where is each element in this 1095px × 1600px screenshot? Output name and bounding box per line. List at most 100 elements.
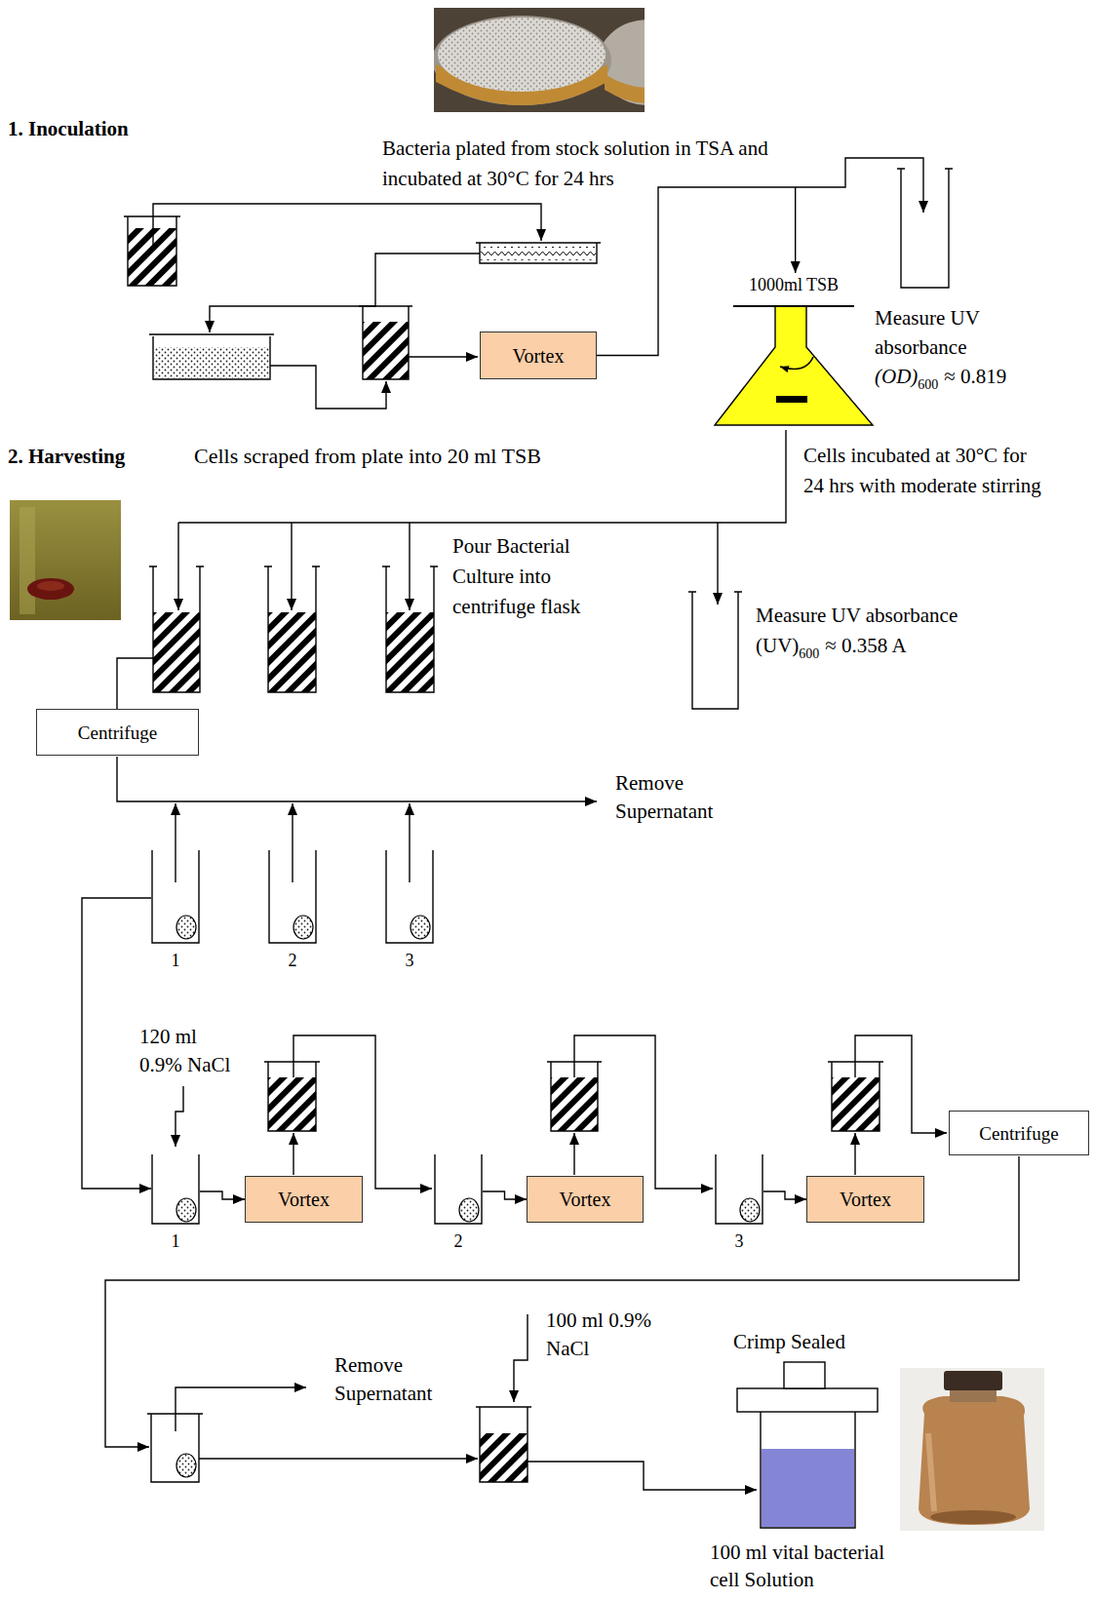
pellet-beaker xyxy=(176,1453,196,1478)
petri-dish-photo xyxy=(433,7,645,113)
flow-arrow xyxy=(175,1387,307,1432)
measurement-line: (UV)600≈ 0.358 A xyxy=(755,630,907,669)
measurement-value: ≈ 0.358 A xyxy=(824,633,906,658)
centrifuge-box: Centrifuge xyxy=(948,1110,1090,1156)
flow-arrow xyxy=(408,355,478,357)
reagent-note: 100 ml 0.9% NaCl xyxy=(546,1306,683,1364)
vortex-box: Vortex xyxy=(244,1175,363,1223)
beaker-outline xyxy=(714,1153,764,1225)
vial-photo xyxy=(928,1433,935,1512)
culture-bottle-photo xyxy=(9,500,121,621)
culture-tube xyxy=(153,612,200,693)
pellet-tube: 2 xyxy=(268,849,317,972)
suspension-beaker xyxy=(264,1061,320,1132)
culture-tube xyxy=(386,612,434,693)
flow-arrow xyxy=(854,1133,856,1175)
crimp-sealed-vial xyxy=(737,1388,878,1412)
wash-beaker: 3 xyxy=(714,1153,764,1252)
agar-plate xyxy=(475,242,601,264)
product-note: 100 ml vital bacterial cell Solution xyxy=(709,1538,910,1594)
vessel-number: 3 xyxy=(385,949,434,972)
vortex-box: Vortex xyxy=(806,1175,925,1223)
culture-bottle-photo xyxy=(37,581,65,591)
flask-label: 1000ml TSB xyxy=(711,273,876,297)
petri-dish-photo xyxy=(437,17,606,92)
vessel-wall xyxy=(269,850,316,943)
suspension-beaker xyxy=(550,1077,598,1132)
flow-arrow xyxy=(292,1133,294,1175)
vessel-number: 1 xyxy=(151,1230,200,1252)
flow-arrow xyxy=(105,1156,1019,1447)
resuspension-beaker xyxy=(475,1407,532,1483)
flask-rim xyxy=(733,305,855,308)
box-label: Vortex xyxy=(277,1187,330,1212)
step-note: Bacteria plated from stock solution in T… xyxy=(382,133,792,195)
flow-connector xyxy=(199,1191,245,1200)
vial-photo xyxy=(899,1368,1045,1531)
vial-photo xyxy=(930,1510,1017,1525)
section-heading: 1. Inoculation xyxy=(7,115,129,144)
culture-tube xyxy=(268,612,316,693)
measurement-note: Measure UV absorbance xyxy=(755,601,958,630)
cell-pellet xyxy=(176,915,196,939)
flow-arrow xyxy=(209,253,480,333)
vortex-box: Vortex xyxy=(526,1175,644,1223)
box-label: Centrifuge xyxy=(978,1122,1058,1145)
flow-arrow xyxy=(177,522,179,611)
petri-dish-photo xyxy=(433,15,612,106)
cell-pellet xyxy=(740,1198,760,1222)
flow-arrow xyxy=(573,1133,575,1175)
suspension-beaker xyxy=(831,1077,880,1132)
culture-bottle-photo xyxy=(9,500,121,621)
vial-photo xyxy=(918,1396,1030,1526)
vial-photo xyxy=(943,1370,1003,1391)
beaker-outline xyxy=(433,1153,483,1225)
flow-line xyxy=(178,430,786,523)
flow-arrow xyxy=(291,803,293,883)
flow-arrow xyxy=(574,1035,713,1189)
flow-arrow xyxy=(527,1461,757,1490)
flow-arrow xyxy=(795,157,924,213)
reagent-note: 120 ml 0.9% NaCl xyxy=(139,1022,237,1080)
measurement-value: ≈ 0.819 xyxy=(943,364,1007,389)
vessel-number: 1 xyxy=(151,949,200,972)
cuvette xyxy=(688,591,743,709)
measurement-symbol: (OD) xyxy=(874,364,918,389)
stirring-arrow xyxy=(780,356,814,369)
vial-photo xyxy=(899,1368,1045,1531)
grown-plate xyxy=(154,347,270,379)
vessel-number: 3 xyxy=(714,1230,764,1252)
grown-plate xyxy=(149,334,274,380)
agar-plate xyxy=(480,246,596,261)
vessel-wall xyxy=(152,1154,199,1224)
measurement-line: (OD)600 ≈ 0.819 xyxy=(874,361,1007,400)
flow-connector xyxy=(763,1191,807,1200)
flow-arrow xyxy=(174,803,176,883)
culture-tube xyxy=(382,566,438,693)
subscript: 600 xyxy=(917,377,939,392)
centrifuge-box: Centrifuge xyxy=(36,708,199,756)
crimp-sealed-vial xyxy=(737,1362,878,1528)
tsb-beaker xyxy=(358,306,413,380)
culture-bottle-photo xyxy=(27,578,75,600)
beaker-outline xyxy=(151,1153,200,1225)
culture-tube xyxy=(149,566,204,693)
flow-arrow xyxy=(175,1086,184,1147)
pellet-tube: 3 xyxy=(385,849,434,972)
grown-plate xyxy=(149,334,274,380)
vessel-number: 2 xyxy=(268,949,317,972)
vial-photo xyxy=(949,1388,997,1403)
flow-connector xyxy=(482,1191,527,1200)
connectors xyxy=(81,187,807,1200)
tube-outline xyxy=(268,849,317,944)
flow-arrow xyxy=(716,522,718,605)
stock-beaker xyxy=(123,216,181,286)
section-heading: 2. Harvesting xyxy=(7,442,125,471)
tsb-beaker xyxy=(362,321,409,380)
flow-arrow xyxy=(117,756,597,802)
flow-arrow xyxy=(408,803,410,883)
flow-arrow xyxy=(198,1457,478,1459)
suspension-beaker xyxy=(264,1061,320,1132)
vortex-box: Vortex xyxy=(479,331,597,380)
